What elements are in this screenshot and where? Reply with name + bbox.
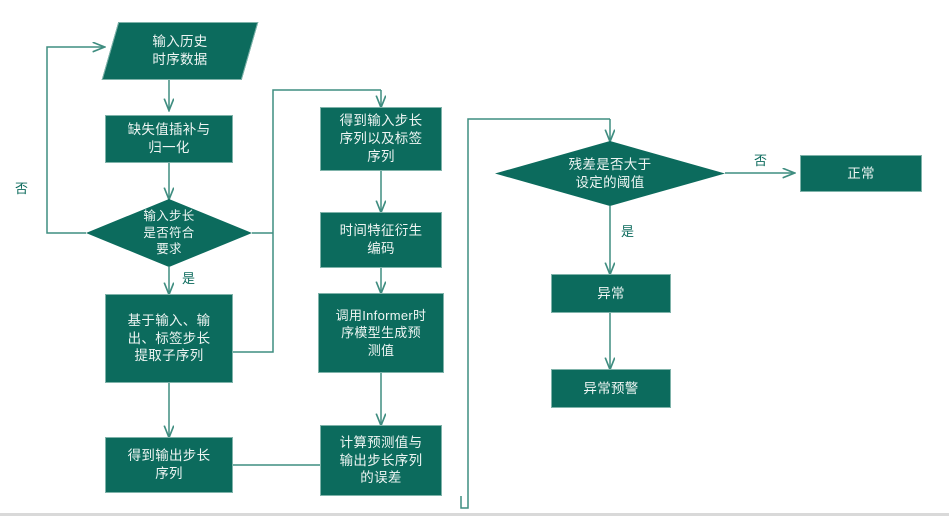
node-check-step-length[interactable]: 输入步长 是否符合 要求	[86, 199, 252, 267]
node-label: 时间特征衍生 编码	[339, 223, 423, 256]
node-label: 残差是否大于 设定的阈值	[568, 156, 652, 190]
node-label: 正常	[847, 165, 875, 181]
edge-label-step-yes: 是	[182, 271, 196, 286]
node-informer-predict[interactable]: 调用Informer时 序模型生成预 测值	[318, 293, 444, 373]
node-output-step-sequence[interactable]: 得到输出步长 序列	[105, 437, 233, 493]
node-normal[interactable]: 正常	[800, 155, 922, 192]
node-label: 基于输入、输 出、标签步长 提取子序列	[127, 312, 211, 364]
node-input-history[interactable]: 输入历史 时序数据	[101, 22, 259, 80]
node-impute-normalize[interactable]: 缺失值插补与 归一化	[105, 115, 233, 163]
node-time-feature-encode[interactable]: 时间特征衍生 编码	[320, 212, 442, 268]
node-label: 输入历史 时序数据	[152, 34, 208, 67]
node-compute-error[interactable]: 计算预测值与 输出步长序列 的误差	[320, 425, 442, 496]
node-label: 异常预警	[583, 380, 639, 396]
node-label: 得到输入步长 序列以及标签 序列	[339, 113, 423, 164]
edge-label-residual-no: 否	[754, 153, 768, 168]
node-label: 计算预测值与 输出步长序列 的误差	[339, 434, 423, 486]
node-label: 缺失值插补与 归一化	[127, 122, 211, 155]
node-abnormal[interactable]: 异常	[551, 274, 671, 313]
node-residual-threshold[interactable]: 残差是否大于 设定的阈值	[495, 141, 725, 206]
edge-label-residual-yes: 是	[621, 224, 635, 239]
node-label: 调用Informer时 序模型生成预 测值	[335, 308, 427, 358]
node-extract-subsequence[interactable]: 基于输入、输 出、标签步长 提取子序列	[105, 294, 233, 383]
node-label: 输入步长 是否符合 要求	[143, 209, 195, 257]
node-abnormal-alert[interactable]: 异常预警	[551, 369, 671, 408]
node-label: 异常	[597, 285, 625, 301]
bottom-divider	[0, 513, 949, 516]
edge-label-step-no: 否	[15, 181, 29, 196]
node-input-step-and-label[interactable]: 得到输入步长 序列以及标签 序列	[320, 107, 442, 171]
node-label: 得到输出步长 序列	[127, 448, 211, 481]
